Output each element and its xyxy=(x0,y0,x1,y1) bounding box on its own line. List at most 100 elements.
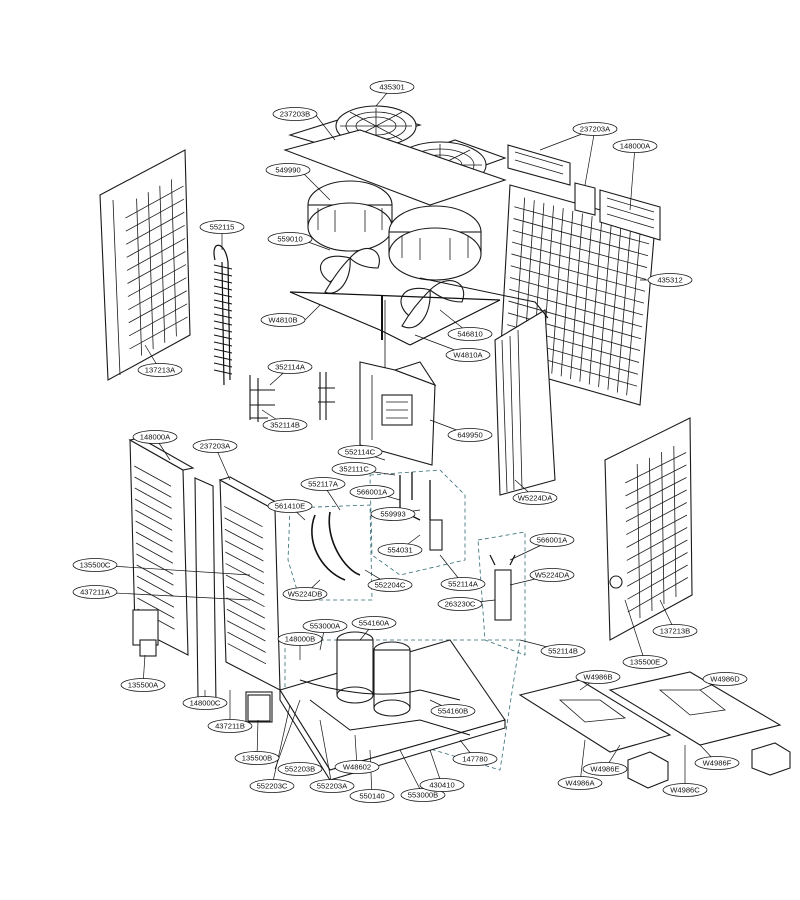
part-label[interactable]: 147780 xyxy=(452,752,498,766)
part-label[interactable]: 135500E xyxy=(622,655,668,669)
piping-assemblies xyxy=(284,469,526,771)
part-label[interactable]: 352114A xyxy=(267,360,313,374)
part-label[interactable]: 437211B xyxy=(207,719,253,733)
part-label[interactable]: 552117A xyxy=(300,477,346,491)
part-label-oval xyxy=(182,696,228,710)
part-label[interactable]: 554160A xyxy=(351,616,397,630)
part-label-text: 352114A xyxy=(275,363,306,372)
part-label[interactable]: 552114B xyxy=(540,644,586,658)
part-label[interactable]: 137213B xyxy=(652,624,698,638)
part-label[interactable]: W4986C xyxy=(662,783,708,797)
part-label-oval xyxy=(694,756,740,770)
side-panel-left-top xyxy=(99,149,191,381)
part-label[interactable]: 135500C xyxy=(72,558,118,572)
part-label[interactable]: 552114C xyxy=(337,445,383,459)
part-label-text: 552203C xyxy=(257,782,288,791)
part-label-text: 552114A xyxy=(448,580,479,589)
part-label-oval xyxy=(192,439,238,453)
compressor-base-assembly xyxy=(279,631,506,781)
part-label[interactable]: 559993 xyxy=(370,507,416,521)
part-label-text: 148000C xyxy=(190,699,221,708)
part-label[interactable]: 352111C xyxy=(331,462,377,476)
top-plate xyxy=(283,129,507,206)
fan-blades xyxy=(319,248,465,329)
part-label[interactable]: 550140 xyxy=(349,789,395,803)
part-label-text: 437211A xyxy=(80,588,111,597)
part-label-oval xyxy=(349,485,395,499)
part-label[interactable]: 148000A xyxy=(132,430,178,444)
part-label[interactable]: 552204C xyxy=(367,578,413,592)
part-label-oval xyxy=(334,760,380,774)
part-label[interactable]: W4810B xyxy=(260,313,306,327)
part-label[interactable]: 148000B xyxy=(277,632,323,646)
part-label-oval xyxy=(260,313,306,327)
part-label-text: 352114B xyxy=(270,421,300,430)
part-label-text: 435312 xyxy=(657,276,682,285)
part-label[interactable]: W5224DB xyxy=(282,587,328,601)
part-label[interactable]: W48602 xyxy=(334,760,380,774)
part-label[interactable]: 552203A xyxy=(309,779,355,793)
part-label[interactable]: 561410E xyxy=(267,499,313,513)
part-label-text: 554031 xyxy=(387,546,412,555)
pipe-clip-strip xyxy=(213,244,233,386)
part-label-oval xyxy=(349,789,395,803)
part-label[interactable]: 549990 xyxy=(265,163,311,177)
part-label[interactable]: 237203B xyxy=(272,107,318,121)
part-label[interactable]: W4986D xyxy=(702,672,748,686)
part-label[interactable]: 430410 xyxy=(419,778,465,792)
bracket-parts xyxy=(249,372,335,422)
part-label[interactable]: 435301 xyxy=(369,80,415,94)
part-label[interactable]: 137213A xyxy=(137,363,183,377)
part-label[interactable]: 559010 xyxy=(267,232,313,246)
part-label-text: 550140 xyxy=(359,792,384,801)
part-label[interactable]: 566001A xyxy=(529,533,575,547)
part-label[interactable]: W5224DA xyxy=(512,491,558,505)
heat-exchanger-coil xyxy=(419,277,556,496)
part-label-oval xyxy=(369,80,415,94)
part-label[interactable]: W4986E xyxy=(582,762,628,776)
part-label[interactable]: 437211A xyxy=(72,585,118,599)
part-label[interactable]: 552114A xyxy=(440,577,486,591)
part-label-text: W5224DA xyxy=(535,571,571,580)
part-label[interactable]: 263230C xyxy=(437,597,483,611)
part-label[interactable]: 237203A xyxy=(572,122,618,136)
part-label-oval xyxy=(662,783,708,797)
part-label-text: W4986B xyxy=(583,673,612,682)
part-label-text: 147780 xyxy=(462,755,487,764)
part-label-text: 553000B xyxy=(408,791,438,800)
part-label[interactable]: 148000C xyxy=(182,696,228,710)
part-label[interactable]: W5224DA xyxy=(529,568,575,582)
part-label[interactable]: 237203A xyxy=(192,439,238,453)
part-label-text: 559993 xyxy=(380,510,405,519)
part-label[interactable]: 552203B xyxy=(277,762,323,776)
part-label[interactable]: 552203C xyxy=(249,779,295,793)
part-label-oval xyxy=(72,558,118,572)
part-label-oval xyxy=(120,678,166,692)
part-label[interactable]: 554031 xyxy=(377,543,423,557)
part-label[interactable]: 135500B xyxy=(234,751,280,765)
part-label-oval xyxy=(72,585,118,599)
part-label[interactable]: 554160B xyxy=(430,704,476,718)
part-label-oval xyxy=(575,670,621,684)
part-label[interactable]: 553000A xyxy=(302,619,348,633)
part-label[interactable]: 566001A xyxy=(349,485,395,499)
part-label[interactable]: W4986B xyxy=(575,670,621,684)
part-label-oval xyxy=(377,543,423,557)
part-label-text: W4986D xyxy=(710,675,740,684)
part-label-oval xyxy=(370,507,416,521)
part-label-oval xyxy=(337,445,383,459)
part-label[interactable]: 552115 xyxy=(199,220,245,234)
part-label-oval xyxy=(452,752,498,766)
part-label-text: 135500A xyxy=(128,681,159,690)
part-label[interactable]: W4986F xyxy=(694,756,740,770)
part-label-oval xyxy=(702,672,748,686)
part-label[interactable]: 435312 xyxy=(647,273,693,287)
part-label[interactable]: 649950 xyxy=(447,428,493,442)
part-label[interactable]: 148000A xyxy=(612,139,658,153)
part-label[interactable]: W4810A xyxy=(445,348,491,362)
part-label[interactable]: W4986A xyxy=(557,776,603,790)
part-label[interactable]: 546810 xyxy=(447,327,493,341)
part-label[interactable]: 352114B xyxy=(262,418,308,432)
part-label-text: 552114C xyxy=(345,448,376,457)
part-label[interactable]: 135500A xyxy=(120,678,166,692)
